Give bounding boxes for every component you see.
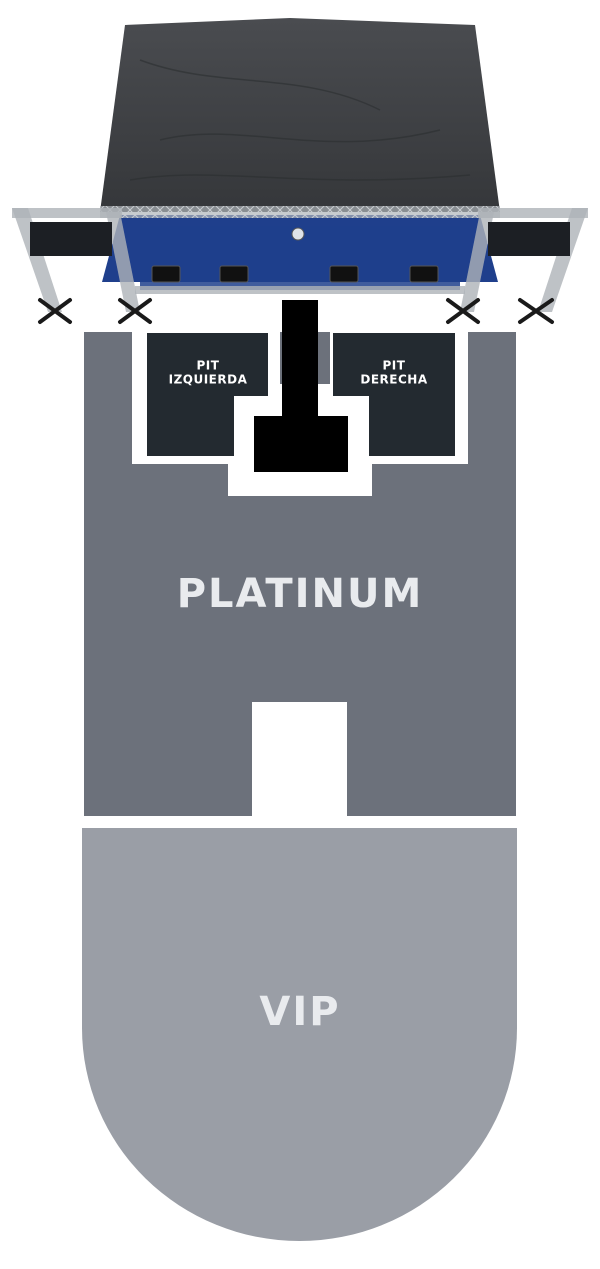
stage <box>12 18 588 324</box>
left-screen <box>30 222 112 256</box>
lower-truss <box>135 286 465 294</box>
tower-foot-icon <box>518 298 554 324</box>
right-screen <box>488 222 570 256</box>
pit-izquierda-section[interactable] <box>147 333 268 456</box>
pit-derecha-label-line2: DERECHA <box>360 373 427 387</box>
monitor-speaker <box>151 265 181 283</box>
front-truss-lattice <box>100 206 500 218</box>
stage-roof <box>100 18 500 212</box>
roof-folds <box>129 59 471 181</box>
stage-runway <box>254 300 348 472</box>
left-side-truss <box>12 208 122 218</box>
right-side-truss <box>478 208 588 218</box>
pit-izquierda-label-line1: PIT <box>197 359 220 373</box>
pit-derecha-section[interactable] <box>333 333 455 456</box>
pit-izquierda-label-line2: IZQUIERDA <box>169 373 248 387</box>
tower-foot-icon <box>446 298 480 324</box>
tower-foot-icon <box>38 298 72 324</box>
left-tower <box>12 208 62 312</box>
disco-ball-icon <box>291 227 305 241</box>
right-inner-tower <box>460 212 494 312</box>
left-inner-tower <box>106 212 140 312</box>
monitor-speaker <box>219 265 249 283</box>
right-tower <box>538 208 588 312</box>
vip-section[interactable] <box>82 828 517 1241</box>
platinum-section[interactable] <box>84 332 516 816</box>
platinum-label: PLATINUM <box>177 571 424 617</box>
monitor-speaker <box>409 265 439 283</box>
monitor-speaker <box>329 265 359 283</box>
vip-label: VIP <box>259 989 340 1035</box>
pit-derecha-label-line1: PIT <box>383 359 406 373</box>
tower-foot-icon <box>118 298 152 324</box>
